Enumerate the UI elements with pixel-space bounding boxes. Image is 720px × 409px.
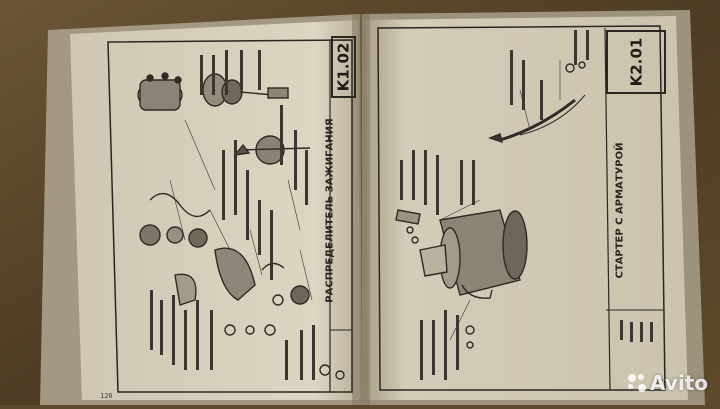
right-section-code-text: K2.01: [626, 37, 645, 87]
right-title-strip-line: [604, 27, 611, 391]
left-page-title: РАСПРЕДЕЛИТЕЛЬ ЗАЖИГАНИЯ: [324, 118, 336, 303]
right-page: [366, 16, 688, 400]
left-page-frame: [107, 39, 353, 393]
right-part-number-columns: [400, 30, 653, 380]
avito-logo-icon: [628, 374, 647, 392]
left-page: [70, 20, 360, 400]
left-section-code-text: K1.02: [334, 42, 353, 92]
avito-watermark-text: Avito: [650, 371, 708, 395]
right-page-number: 127: [655, 378, 668, 386]
gutter-shadow: [352, 14, 370, 405]
distributor-drawing: [137, 72, 345, 380]
right-page-frame: [377, 25, 666, 391]
left-part-number-columns: [150, 50, 315, 380]
left-leader-lines: [169, 119, 313, 301]
right-page-title: СТАРТЕР С АРМАТУРОЙ: [614, 142, 626, 279]
left-section-code: K1.02: [331, 36, 356, 98]
right-section-code: K2.01: [606, 30, 666, 94]
left-page-number: 126: [100, 392, 113, 400]
starter-drawing: [395, 61, 586, 349]
avito-watermark: Avito: [628, 371, 708, 395]
